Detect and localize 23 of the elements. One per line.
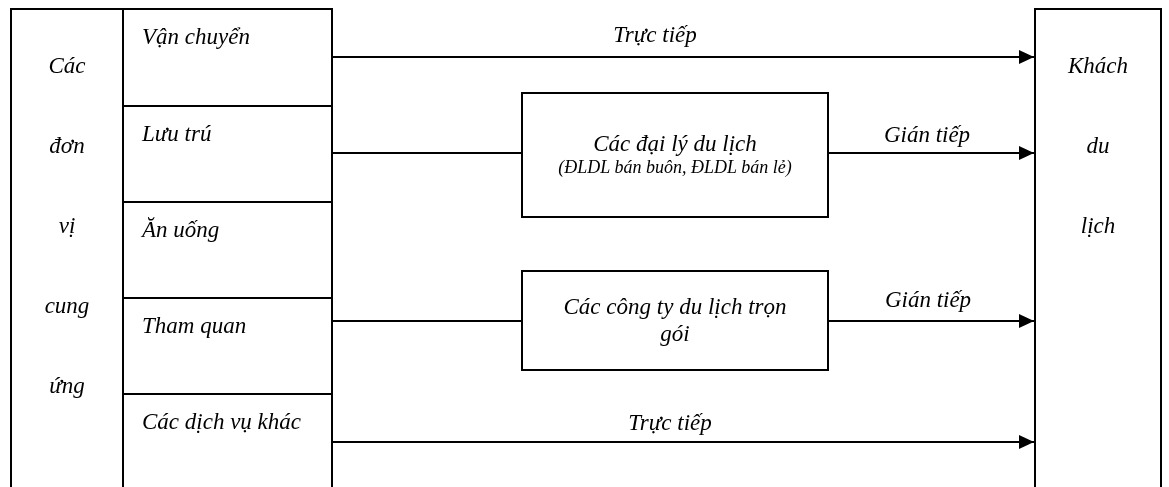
arrow: [333, 435, 1034, 449]
process-box: [521, 270, 829, 371]
arrow: [829, 314, 1034, 328]
node-label: Ăn uống: [142, 217, 221, 244]
node-label: Vận chuyển: [142, 24, 251, 51]
edge-label: Trực tiếp: [626, 410, 714, 436]
node-label: Các dịch vụ khác: [142, 409, 303, 436]
process-box: [1034, 8, 1162, 487]
node-sublabel: (ĐLDL bán buôn, ĐLDL bán lẻ): [557, 157, 793, 179]
arrow: [829, 146, 1034, 160]
connector-line: [333, 319, 521, 323]
node-label: Các đại lý du lịch: [592, 131, 758, 158]
edge-label: Trực tiếp: [611, 22, 699, 48]
node-label: Tham quan: [142, 313, 248, 340]
arrow: [333, 50, 1034, 64]
process-box: [521, 92, 829, 218]
category-box: [122, 8, 333, 107]
node-label: Các công ty du lịch trọn gói: [562, 294, 788, 347]
node-label: Các đơn vị cung ứng: [43, 52, 91, 400]
node-label: Khách du lịch: [1068, 52, 1128, 240]
connector-line: [333, 151, 521, 155]
node-label: Lưu trú: [142, 121, 213, 148]
process-box: [10, 8, 124, 487]
